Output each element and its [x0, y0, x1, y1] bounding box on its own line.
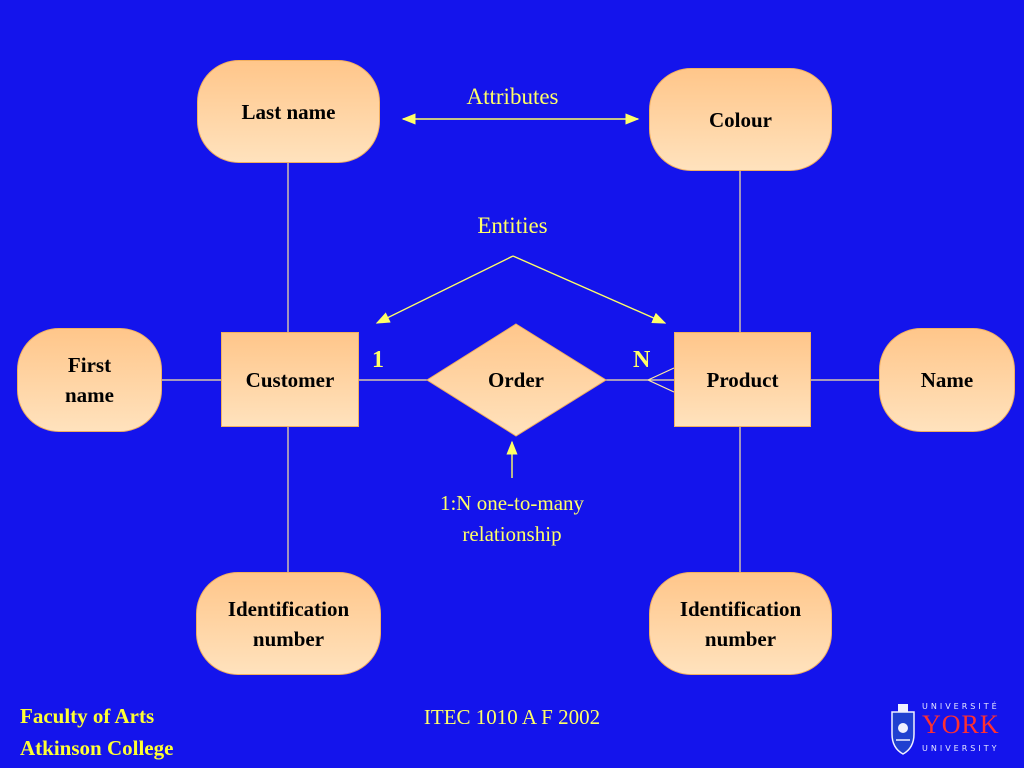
attribute-customer-id-number: Identification number: [196, 572, 381, 675]
york-university-logo: UNIVERSITÉ YORK UNIVERSITY: [886, 702, 1010, 756]
footer-institution: Faculty of Arts Atkinson College: [20, 700, 173, 764]
relationship-annotation-line2: relationship: [462, 522, 562, 546]
cardinality-many: N: [633, 347, 651, 373]
attribute-name-label: Name: [920, 368, 974, 392]
cardinality-one: 1: [372, 347, 384, 373]
relationship-annotation: 1:N one-to-many relationship: [392, 488, 632, 550]
entity-product: Product: [674, 332, 811, 427]
entities-arrow-right: [512, 255, 667, 324]
crowfoot-top: [647, 367, 675, 381]
attribute-customer-id-label-line2: number: [252, 626, 325, 651]
relationship-order-label: Order: [488, 368, 544, 392]
entity-customer: Customer: [221, 332, 359, 427]
attribute-product-id-label-line1: Identification: [679, 596, 802, 621]
attribute-last-name: Last name: [197, 60, 380, 163]
entities-annotation: Entities: [477, 213, 548, 238]
crowfoot-bottom: [647, 379, 675, 393]
attribute-first-name-label-line2: name: [65, 383, 114, 407]
logo-top-text: UNIVERSITÉ: [922, 702, 1000, 711]
entities-arrow-left: [375, 255, 514, 324]
attribute-name: Name: [879, 328, 1015, 432]
logo-name: YORK: [922, 710, 1000, 739]
footer-course: ITEC 1010 A F 2002: [423, 705, 601, 729]
attribute-product-id-label-line2: number: [704, 626, 777, 651]
attribute-product-id-number: Identification number: [649, 572, 832, 675]
attribute-last-name-label: Last name: [241, 99, 336, 124]
entity-product-label: Product: [706, 367, 779, 392]
footer-faculty: Faculty of Arts: [20, 704, 155, 728]
logo-bottom-text: UNIVERSITY: [922, 744, 1000, 753]
order-diamond-shape: [426, 323, 607, 437]
attribute-first-name: First name: [17, 328, 162, 432]
attribute-first-name-label-line1: First: [67, 353, 112, 377]
entity-customer-label: Customer: [245, 367, 335, 392]
attribute-customer-id-label-line1: Identification: [227, 596, 350, 621]
york-crest-icon: [891, 704, 915, 755]
footer-college: Atkinson College: [20, 736, 174, 760]
relationship-annotation-line1: 1:N one-to-many: [439, 491, 585, 515]
attribute-colour-label: Colour: [709, 107, 772, 132]
attribute-colour: Colour: [649, 68, 832, 171]
attributes-annotation: Attributes: [466, 84, 559, 109]
